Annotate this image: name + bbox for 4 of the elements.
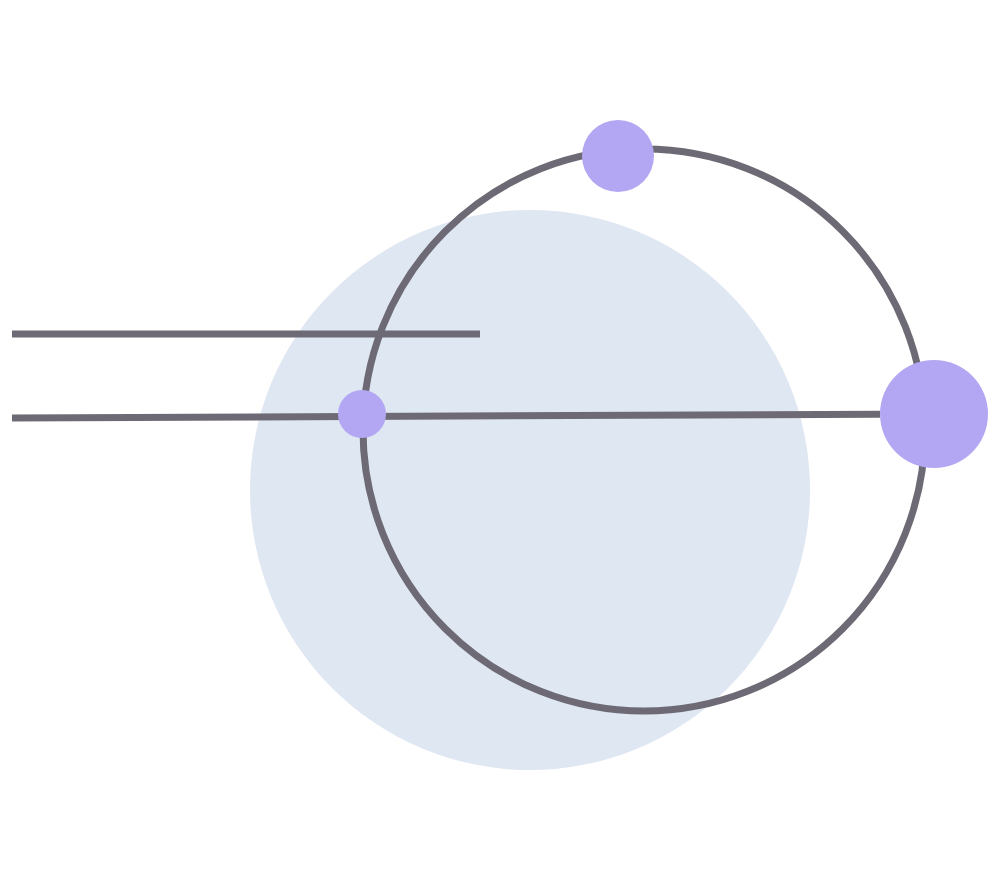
node-dot — [582, 120, 654, 192]
connector-line — [12, 410, 880, 422]
node-dot — [338, 390, 386, 438]
node-dot — [880, 360, 988, 468]
